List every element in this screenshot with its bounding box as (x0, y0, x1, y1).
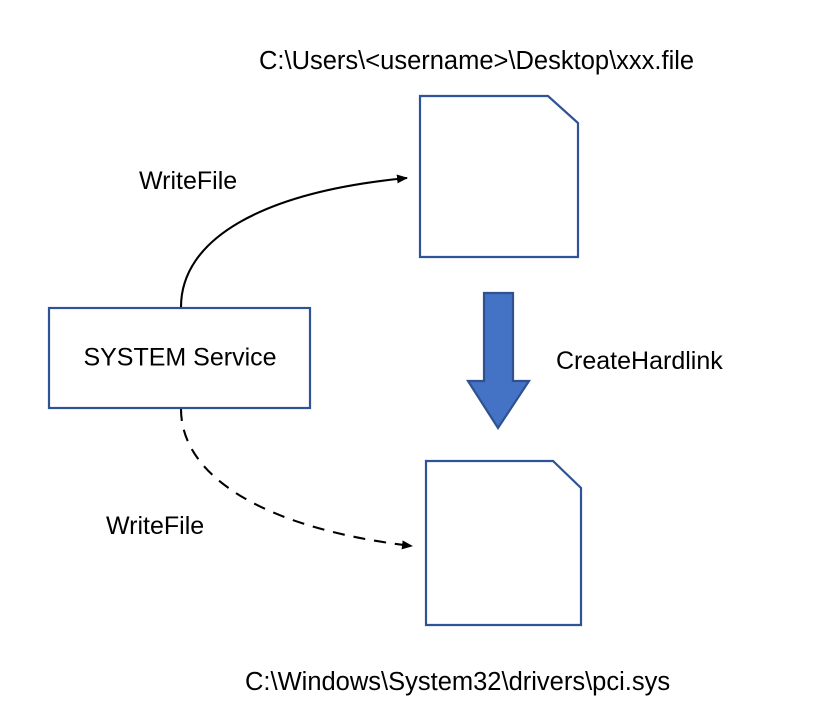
writefile-top-label: WriteFile (139, 167, 237, 195)
writefile-top-connector (179, 174, 408, 308)
writefile-bottom-connector (179, 408, 413, 550)
bottom-file-path-label: C:\Windows\System32\drivers\pci.sys (245, 668, 670, 696)
system-service-box (47, 306, 312, 410)
top-file-document (418, 94, 580, 259)
top-file-path-label: C:\Users\<username>\Desktop\xxx.file (259, 47, 694, 75)
writefile-bottom-label: WriteFile (106, 512, 204, 540)
createhardlink-label: CreateHardlink (556, 347, 723, 375)
bottom-file-document (424, 459, 583, 627)
system-service-label: SYSTEM Service (83, 344, 276, 372)
createhardlink-block-arrow (465, 291, 532, 431)
